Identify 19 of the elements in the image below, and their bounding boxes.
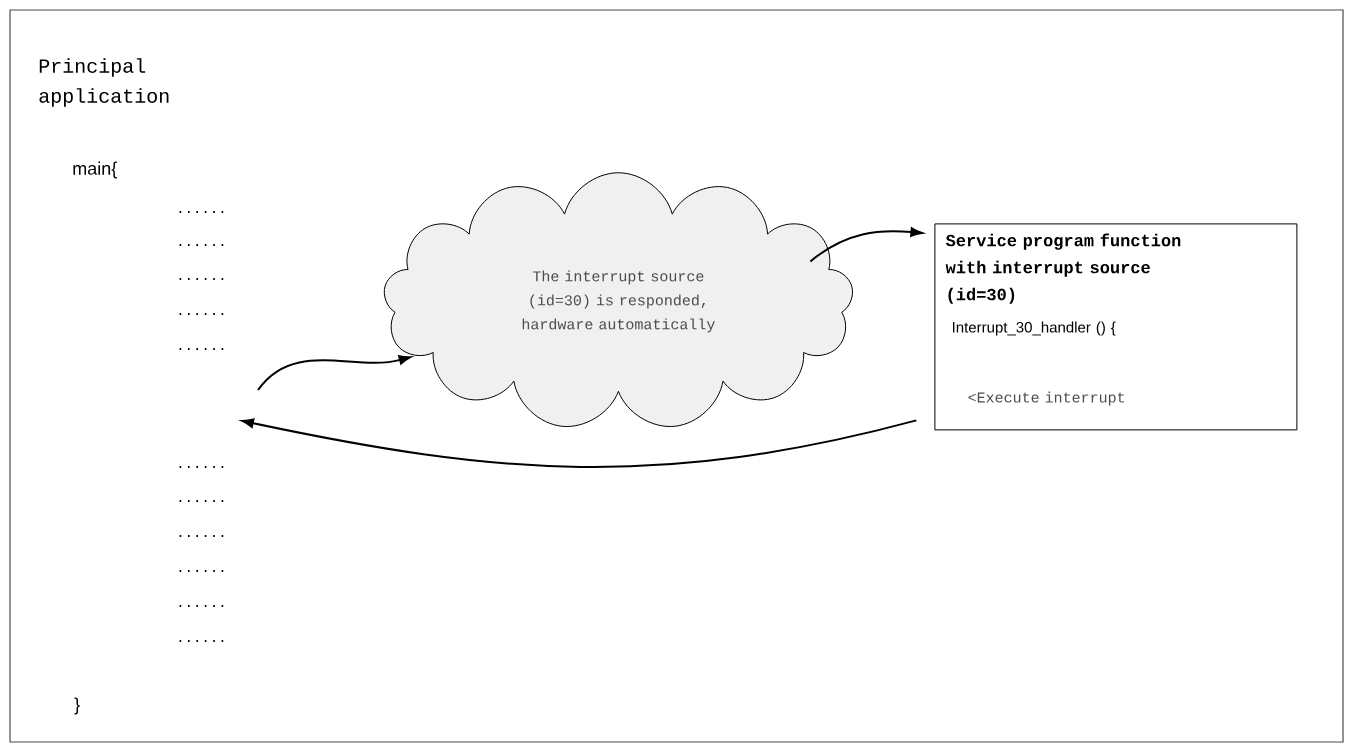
code-comment: <Execute interrupt — [968, 391, 1125, 406]
arrow — [257, 355, 412, 391]
ellipsis: ...... — [179, 535, 224, 537]
heading: Service program function with interrupt source (id=30) — [945, 233, 1181, 304]
ellipsis: ...... — [179, 211, 224, 213]
code-line: } — [74, 697, 80, 715]
title: Principal application — [39, 58, 169, 107]
ellipsis: ...... — [179, 500, 224, 502]
ellipsis: ...... — [179, 605, 224, 607]
ellipsis: ...... — [179, 570, 224, 572]
ellipsis: ...... — [179, 640, 224, 642]
function-signature: Interrupt_30_handler () { — [953, 321, 1116, 336]
ellipsis: ...... — [179, 313, 224, 315]
arrow — [241, 418, 918, 468]
ellipsis: ...... — [179, 278, 224, 280]
ellipsis: ...... — [179, 244, 224, 246]
code-line: main{ — [73, 161, 117, 179]
ellipsis: ...... — [179, 348, 224, 350]
ellipsis: ...... — [179, 466, 224, 468]
